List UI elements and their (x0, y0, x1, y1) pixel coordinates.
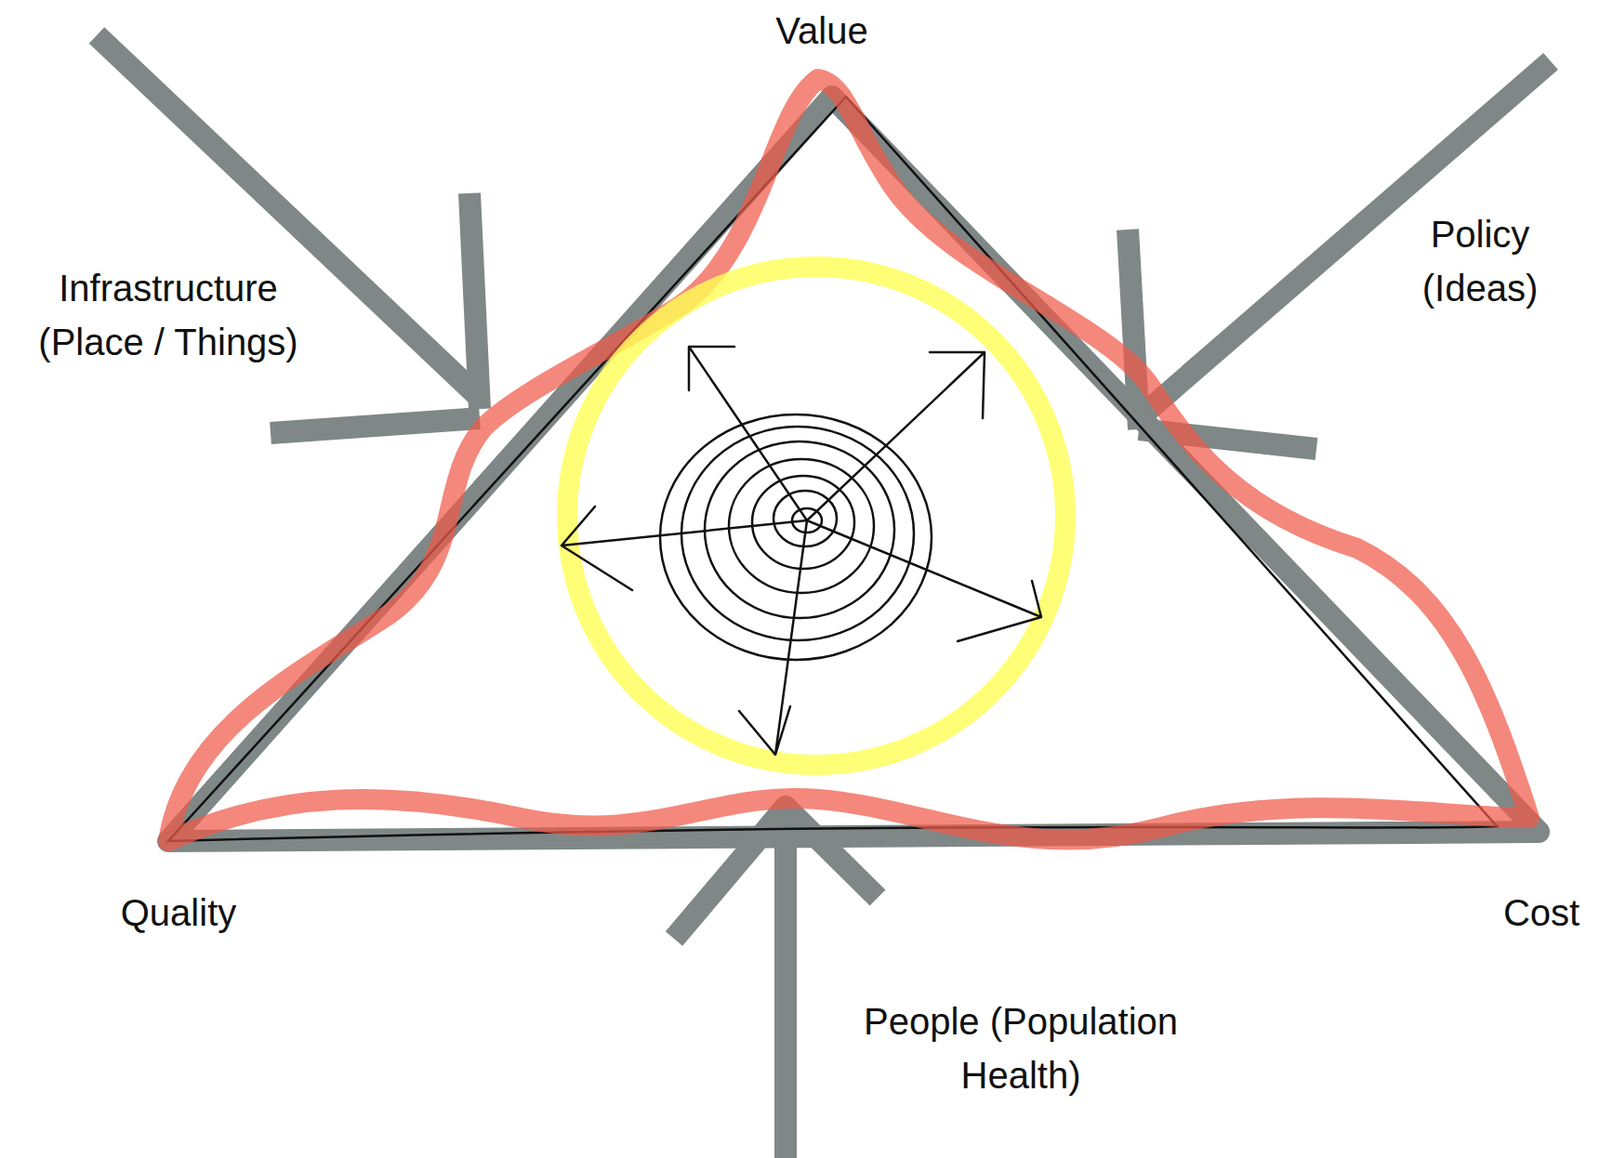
vertex-label: Quality (120, 885, 238, 940)
vertex-label: Value (775, 3, 868, 58)
force-label: Infrastructure (Place / Things) (19, 261, 318, 370)
force-label: Policy (Ideas) (1405, 207, 1555, 316)
force-label: People (Population Health) (825, 994, 1217, 1103)
vertex-label: Cost (1503, 885, 1580, 940)
